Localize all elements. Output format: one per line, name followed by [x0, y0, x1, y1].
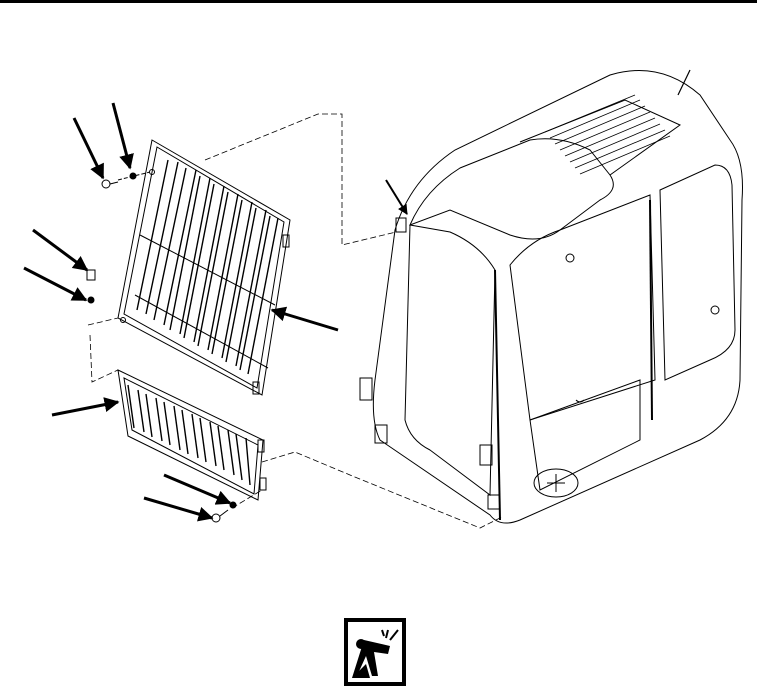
callout-lower-guard [51, 397, 120, 417]
header-rule [0, 0, 757, 3]
operator-cab [359, 70, 743, 524]
callout-upper-bolt [72, 117, 105, 180]
callout-mid-bolt [32, 228, 89, 272]
alignment-lines [87, 113, 503, 529]
callout-lower-bolt [143, 496, 214, 522]
lower-guard-grille [117, 369, 267, 501]
heavy-lift-warning-icon [344, 618, 406, 686]
callout-upper-washer [111, 102, 134, 170]
callout-lower-washer [163, 473, 232, 505]
callout-arrows [23, 102, 408, 522]
upper-guard-grille [117, 139, 291, 396]
callout-mid-washer [23, 266, 88, 302]
callout-cab-bracket [385, 179, 408, 215]
callout-upper-guard [270, 306, 339, 332]
antenna [677, 69, 691, 96]
